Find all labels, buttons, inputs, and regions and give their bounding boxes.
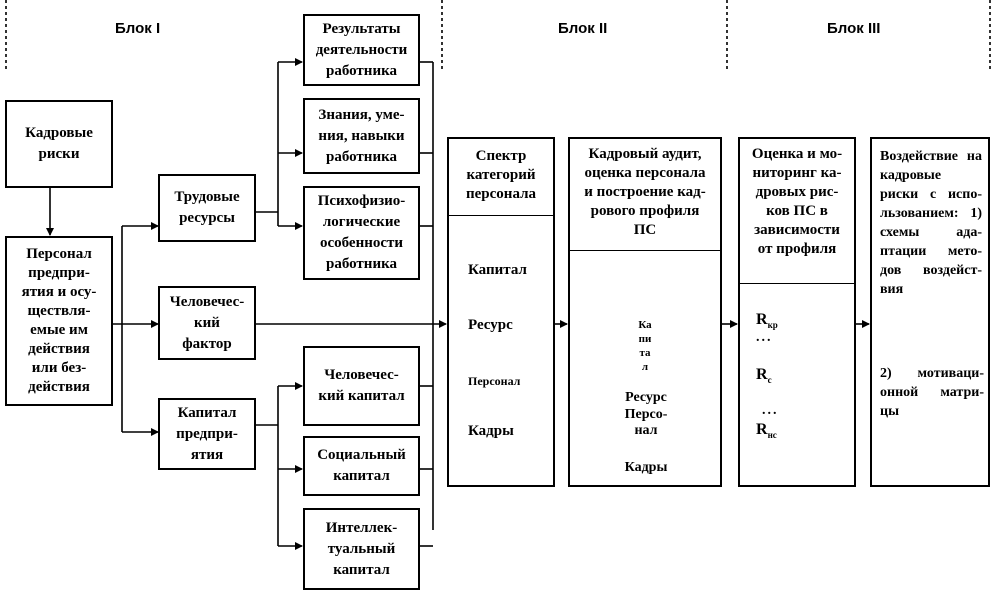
personnel-spectrum-box: Спектр категорий персонала: [447, 137, 555, 487]
hr-risks-box: Кадровые риски: [5, 100, 113, 188]
social-capital-box: Социальный капитал: [303, 436, 420, 496]
risk-label-s: Rс: [756, 366, 772, 386]
intellectual-capital-box: Интеллек- туальный капитал: [303, 508, 420, 590]
category-capital: Капитал: [468, 262, 527, 278]
personnel-box: Персонал предпри- ятия и осу- ществля- е…: [5, 236, 113, 406]
human-capital-box: Человечес- кий капитал: [303, 346, 420, 426]
impact-box: Воздействие на кадровые риски с испо-льз…: [870, 137, 990, 487]
knowledge-box: Знания, уме- ния, навыки работника: [303, 98, 420, 174]
category-resource: Ресурс: [468, 317, 513, 333]
enterprise-capital-box: Капитал предпри- ятия: [158, 398, 256, 470]
block-title-2: Блок II: [558, 20, 608, 37]
labor-resources-box: Трудовые ресурсы: [158, 174, 256, 242]
block-title-3: Блок III: [827, 20, 881, 37]
category-personnel: Персонал: [468, 374, 521, 388]
hr-audit-box: Кадровый аудит, оценка персонала и постр…: [568, 137, 722, 487]
human-factor-box: Человечес- кий фактор: [158, 286, 256, 360]
category-cadres: Кадры: [468, 423, 514, 439]
impact-text-2: 2) мотиваци-онной матри-цы: [880, 366, 984, 419]
dots-2: ...: [762, 403, 779, 418]
spectrum-title: Спектр категорий персонала: [449, 139, 553, 216]
pyramid-level-personnel: Персо- нал: [624, 407, 668, 438]
pyramid-level-resource: Ресурс: [625, 390, 667, 405]
dots-1: ...: [756, 330, 773, 345]
monitoring-title: Оценка и мо- ниторинг ка- дровых рис- ко…: [740, 139, 854, 284]
pyramid-level-capital: Ка пи та л: [638, 319, 652, 373]
audit-title: Кадровый аудит, оценка персонала и постр…: [570, 139, 720, 251]
block-title-1: Блок I: [115, 20, 161, 37]
psychophysiology-box: Психофизио- логические особенности работ…: [303, 186, 420, 280]
results-box: Результаты деятельности работника: [303, 14, 420, 86]
risk-label-ns: Rнс: [756, 421, 777, 441]
impact-text: Воздействие на кадровые риски с испо-льз…: [880, 149, 982, 297]
risk-monitoring-box: Оценка и мо- ниторинг ка- дровых рис- ко…: [738, 137, 856, 487]
risk-label-kr: Rкр: [756, 311, 778, 331]
pyramid-level-cadres: Кадры: [624, 460, 668, 475]
